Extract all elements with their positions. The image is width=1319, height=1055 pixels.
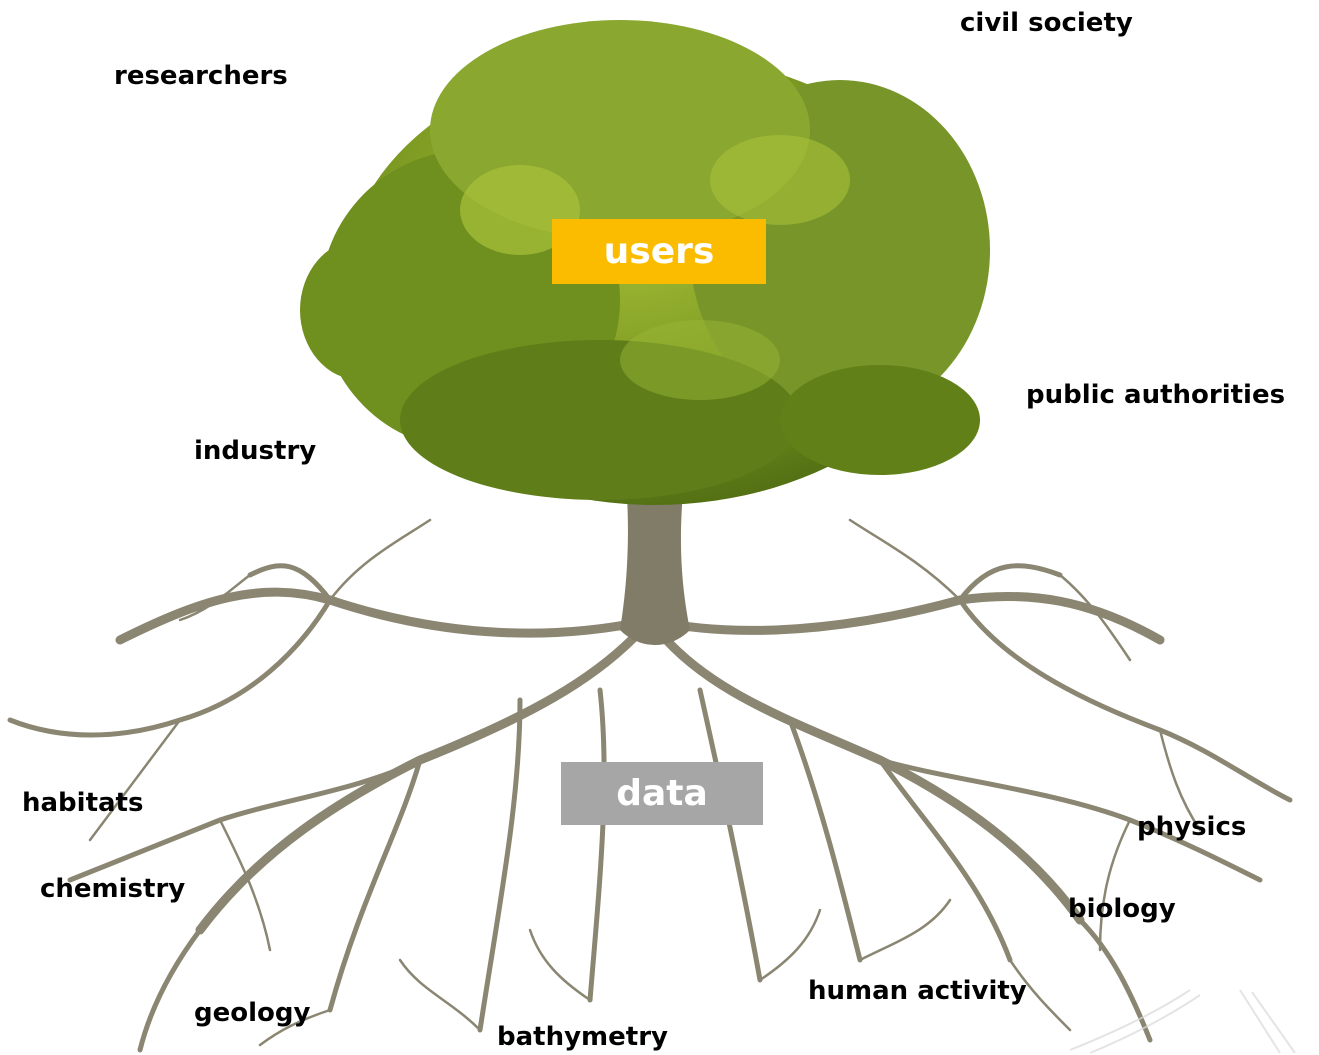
tree-canopy [300, 20, 990, 505]
users-box: users [552, 219, 766, 284]
label-researchers: researchers [114, 61, 288, 91]
label-biology: biology [1068, 894, 1176, 924]
watermark-graphic [1069, 989, 1296, 1054]
label-physics: physics [1137, 812, 1247, 842]
label-civil-society: civil society [960, 8, 1133, 38]
label-habitats: habitats [22, 788, 144, 818]
label-chemistry: chemistry [40, 874, 186, 904]
label-industry: industry [194, 436, 317, 466]
label-public-authorities: public authorities [1026, 380, 1286, 410]
data-box: data [561, 762, 763, 825]
tree-roots [7, 518, 1293, 1053]
label-bathymetry: bathymetry [497, 1022, 668, 1052]
label-geology: geology [194, 998, 311, 1028]
label-human-activity: human activity [808, 976, 1027, 1006]
